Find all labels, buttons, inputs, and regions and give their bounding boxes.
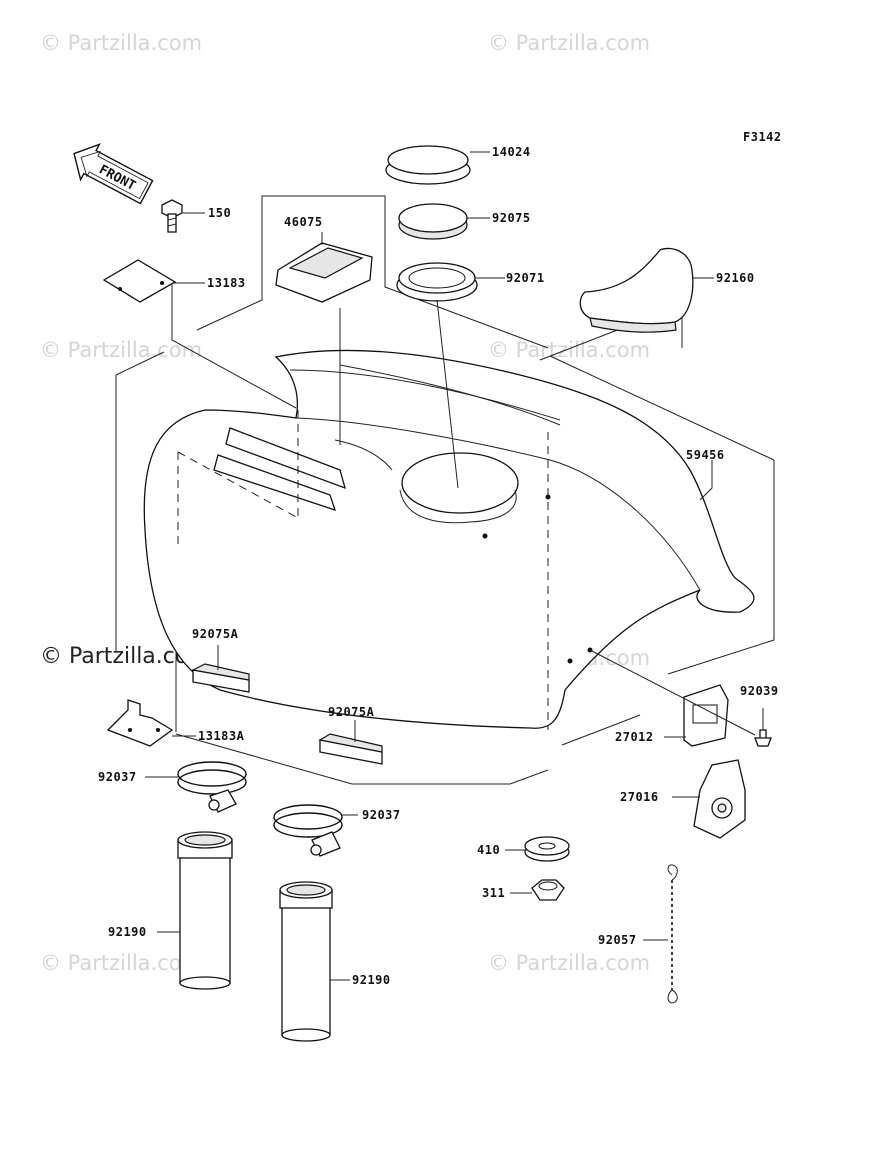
part-46075-box: [275, 232, 373, 445]
part-311-nut: [510, 879, 565, 901]
part-label-92190: 92190: [352, 973, 391, 987]
part-label-92037: 92037: [98, 770, 137, 784]
part-92190-tube: [157, 831, 233, 990]
part-label-150: 150: [208, 206, 231, 220]
watermark: © Partzilla.com: [488, 951, 650, 975]
part-92037-clamp: [145, 761, 247, 813]
part-13183A-bracket: [106, 699, 196, 747]
part-label-92037: 92037: [362, 808, 401, 822]
part-13183-plate: [102, 259, 297, 409]
assembly-guide-lines: [115, 195, 775, 785]
part-label-46075: 46075: [284, 215, 323, 229]
part-label-59456: 59456: [686, 448, 725, 462]
part-label-92075A: 92075A: [328, 705, 375, 719]
part-label-27016: 27016: [620, 790, 659, 804]
part-92037-clamp: [273, 804, 358, 857]
watermark: © Partzilla.com: [40, 951, 202, 975]
part-labels: 14024 92075 92071 92160 46075 150 13183 …: [98, 145, 779, 987]
watermark: © Partzilla.com: [488, 31, 650, 55]
part-label-92075A: 92075A: [192, 627, 239, 641]
watermark: © Partzilla.com: [488, 338, 650, 362]
part-label-14024: 14024: [492, 145, 531, 159]
part-92190-tube: [279, 881, 350, 1042]
watermark: © Partzilla.com: [40, 338, 202, 362]
engine-hood-59456: [143, 349, 755, 730]
part-27012-latch: [589, 649, 756, 747]
part-27016-housing: [672, 759, 746, 839]
part-label-410: 410: [477, 843, 500, 857]
figure-code: F3142: [743, 130, 782, 144]
part-label-92190: 92190: [108, 925, 147, 939]
part-label-92039: 92039: [740, 684, 779, 698]
part-150-bolt: [161, 199, 205, 233]
part-14024-cap: [385, 145, 490, 185]
part-92071-ring: [396, 262, 505, 489]
part-92057-cord: [643, 864, 678, 1004]
part-92160-block: [579, 247, 714, 333]
part-label-13183: 13183: [207, 276, 246, 290]
part-92039-pin: [754, 708, 772, 747]
part-label-13183A: 13183A: [198, 729, 245, 743]
leader-59456: [699, 460, 713, 501]
part-label-92160: 92160: [716, 271, 755, 285]
front-arrow-icon: FRONT: [73, 143, 154, 205]
part-label-311: 311: [482, 886, 505, 900]
part-410-washer: [505, 836, 570, 862]
watermark: © Partzilla.com: [40, 31, 202, 55]
part-92075A-strips: [191, 645, 383, 765]
part-label-92071: 92071: [506, 271, 545, 285]
part-label-92075: 92075: [492, 211, 531, 225]
part-92075-pad: [398, 203, 490, 240]
part-label-92057: 92057: [598, 933, 637, 947]
part-label-27012: 27012: [615, 730, 654, 744]
